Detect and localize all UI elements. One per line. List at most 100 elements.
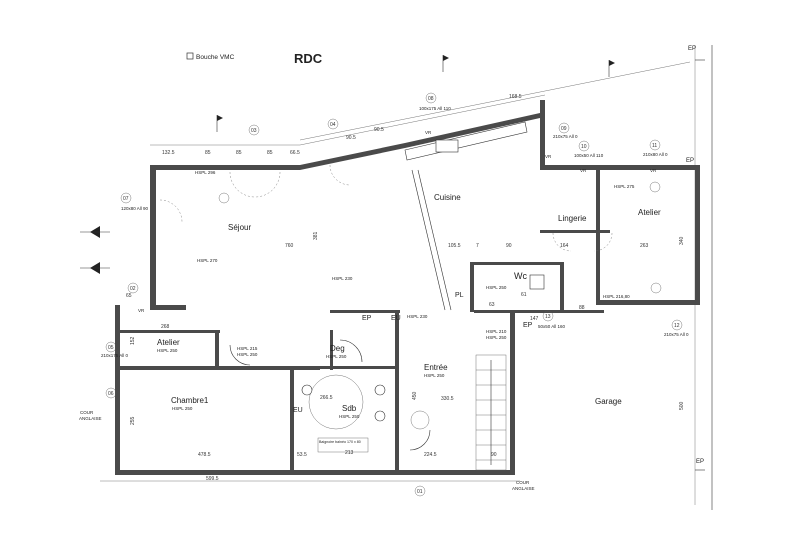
dim-label: 7 (476, 243, 479, 249)
svg-text:EU: EU (293, 407, 303, 414)
svg-text:88: 88 (579, 305, 585, 311)
svg-text:COUR: COUR (80, 410, 94, 415)
kitchen-sink (435, 139, 459, 153)
svg-text:03: 03 (251, 128, 257, 134)
svg-text:266.5: 266.5 (320, 395, 333, 401)
staircase (475, 354, 507, 471)
vmc-vent-2 (649, 181, 661, 193)
svg-text:HSPL 296: HSPL 296 (195, 170, 216, 175)
plan-title: RDC (294, 51, 323, 66)
svg-text:HSPL 250: HSPL 250 (237, 352, 258, 357)
svg-text:06: 06 (108, 391, 114, 397)
room-deg: Deg (330, 344, 345, 353)
svg-text:ANGLAISE: ANGLAISE (79, 416, 102, 421)
svg-text:224.5: 224.5 (424, 452, 437, 458)
svg-text:50x50 All 160: 50x50 All 160 (538, 324, 566, 329)
svg-text:HSPL 230: HSPL 230 (332, 276, 353, 281)
top-dim-line-diag (299, 94, 546, 146)
opening-dimensions: 210x175 All 0 120x80 All 90 100x175 All … (101, 106, 689, 358)
svg-text:05: 05 (108, 345, 114, 351)
svg-text:HSPL 215: HSPL 215 (237, 346, 258, 351)
svg-text:HSPL 216,80: HSPL 216,80 (603, 294, 630, 299)
svg-text:HSPL 250: HSPL 250 (339, 414, 360, 419)
svg-text:90.5: 90.5 (346, 135, 356, 141)
svg-text:66.5: 66.5 (290, 150, 300, 156)
washbasin-3 (374, 410, 386, 422)
svg-text:07: 07 (123, 196, 129, 202)
room-atelier: Atelier (638, 208, 661, 217)
svg-text:100x50 All 110: 100x50 All 110 (574, 153, 604, 158)
svg-text:100x175 All 110: 100x175 All 110 (419, 106, 451, 111)
svg-text:255: 255 (130, 416, 136, 425)
interior-walls (120, 170, 610, 471)
room-entree: Entrée (424, 363, 448, 372)
svg-text:HSPL 230: HSPL 230 (407, 314, 428, 319)
svg-text:HSPL 250: HSPL 250 (486, 285, 507, 290)
svg-text:132.5: 132.5 (162, 150, 175, 156)
room-atelier-2: Atelier (157, 338, 180, 347)
svg-text:90: 90 (491, 452, 497, 458)
bath-label: Baignoire balnéo 170 x 80 (319, 440, 361, 444)
svg-text:HSPL 270: HSPL 270 (197, 258, 218, 263)
svg-text:213: 213 (345, 450, 354, 456)
flag-markers (216, 55, 615, 132)
washbasin (301, 384, 313, 396)
svg-text:02: 02 (130, 286, 136, 292)
room-garage: Garage (595, 397, 622, 406)
svg-text:EU: EU (391, 315, 401, 322)
dim-label: 147 (530, 316, 539, 322)
svg-text:10: 10 (581, 144, 587, 150)
svg-text:HSPL 275: HSPL 275 (614, 184, 635, 189)
svg-text:381: 381 (313, 231, 319, 240)
dim-label: 53.5 (297, 452, 307, 458)
svg-text:263: 263 (640, 243, 649, 249)
vertical-dimensions: 381 340 500 450 255 152 (130, 231, 685, 425)
svg-text:478.5: 478.5 (198, 452, 211, 458)
svg-text:EP: EP (362, 315, 372, 322)
hspl-labels: HSPL 270 HSPL 230 HSPL 215 HSPL 250 HSPL… (197, 258, 630, 357)
svg-text:EP: EP (523, 322, 533, 329)
svg-text:500: 500 (679, 401, 685, 410)
room-lingerie: Lingerie (558, 214, 587, 223)
svg-text:210x175 All 0: 210x175 All 0 (101, 353, 129, 358)
svg-text:09: 09 (561, 126, 567, 132)
svg-text:268: 268 (161, 324, 170, 330)
svg-text:85: 85 (236, 150, 242, 156)
svg-text:HSPL 250: HSPL 250 (326, 354, 347, 359)
svg-text:13: 13 (545, 314, 551, 320)
svg-text:152: 152 (130, 336, 136, 345)
svg-text:12: 12 (674, 323, 680, 329)
svg-text:90: 90 (506, 243, 512, 249)
svg-text:01: 01 (417, 489, 423, 495)
svg-text:164: 164 (560, 243, 569, 249)
svg-text:EP: EP (688, 46, 696, 52)
vmc-vent-3 (650, 282, 662, 294)
dim-label: 63 (489, 302, 495, 308)
svg-text:11: 11 (652, 143, 657, 149)
kitchen-island (411, 169, 446, 311)
wc-toilet (529, 274, 545, 290)
svg-text:210x75 All 0: 210x75 All 0 (664, 332, 689, 337)
svg-text:HSPL 250: HSPL 250 (424, 373, 445, 378)
svg-text:COUR: COUR (516, 480, 530, 485)
opening-markers: 01 02 03 04 05 06 07 08 09 10 11 12 13 (105, 92, 683, 497)
room-chambre1: Chambre1 (171, 396, 209, 405)
circular-fixture (410, 410, 430, 430)
svg-text:210x80 All 0: 210x80 All 0 (643, 152, 668, 157)
svg-text:VR: VR (425, 130, 432, 135)
svg-text:330.5: 330.5 (441, 396, 454, 402)
vmc-vent (218, 192, 230, 204)
svg-text:210x75 All 0: 210x75 All 0 (553, 134, 578, 139)
svg-text:VR: VR (545, 154, 552, 159)
svg-text:ANGLAISE: ANGLAISE (512, 486, 535, 491)
tags: EP EP EP EP EP EU EU PL VR VR VR VR VR C… (79, 46, 704, 491)
dim-label: 61 (521, 292, 527, 298)
svg-text:90.5: 90.5 (374, 127, 384, 133)
exterior-walls (115, 100, 700, 475)
svg-text:HSPL 250: HSPL 250 (157, 348, 178, 353)
svg-text:760: 760 (285, 243, 294, 249)
dimension-labels: 132.5 85 85 85 66.5 90.5 90.5 168.5 599.… (161, 94, 649, 482)
room-sdb: Sdb (342, 404, 357, 413)
svg-text:105.5: 105.5 (448, 243, 461, 249)
